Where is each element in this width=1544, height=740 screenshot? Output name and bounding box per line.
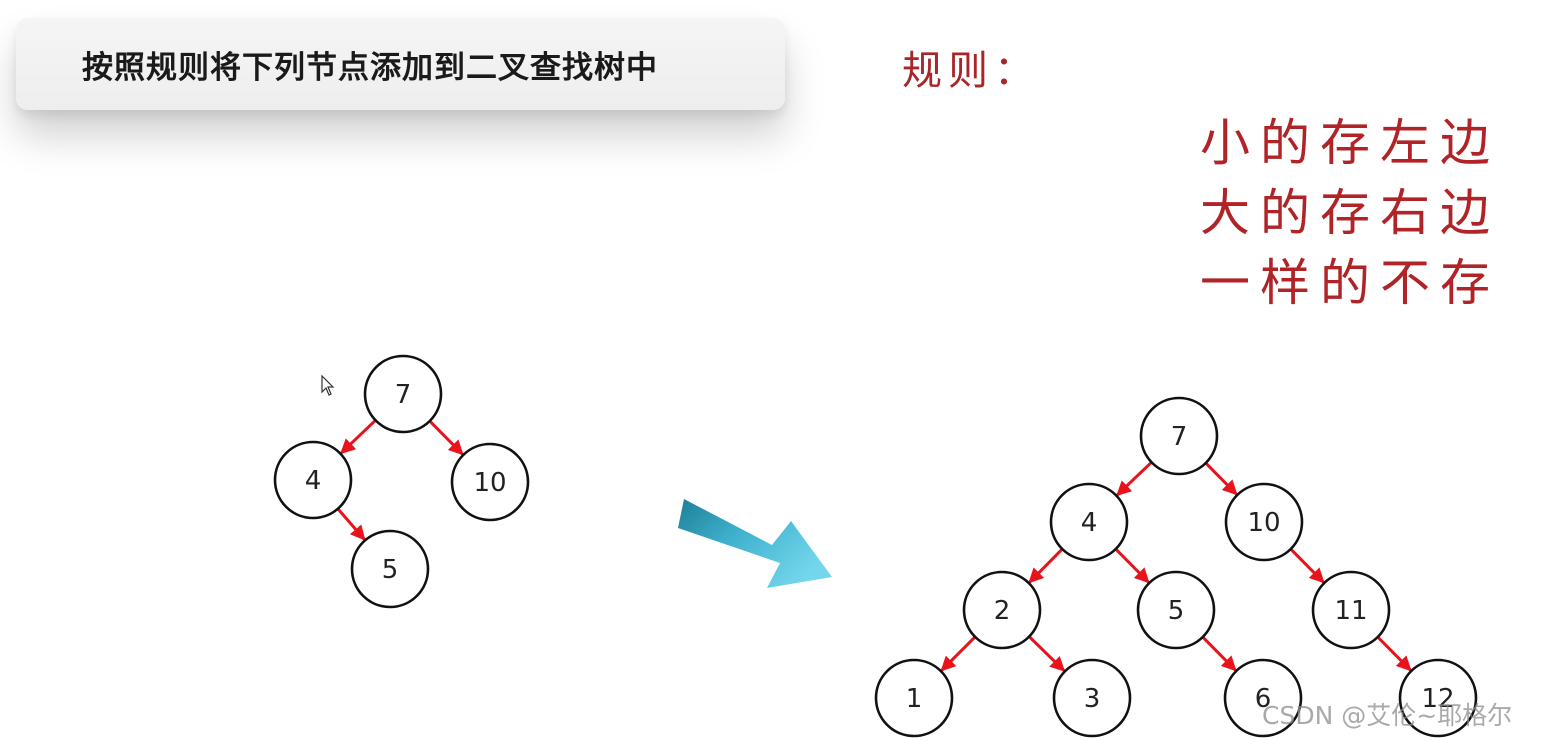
small-node-circle <box>363 354 443 434</box>
big-node-11: 11 <box>1311 570 1391 650</box>
big-node-label: 11 <box>1334 596 1367 626</box>
big-edge-b7-b10 <box>1203 460 1238 496</box>
small-tree-edges <box>335 418 464 541</box>
big-edge-b2-b3 <box>1027 634 1066 672</box>
big-edge-b4-b5 <box>1113 546 1150 584</box>
small-node-label: 10 <box>473 468 506 498</box>
small-node-circle <box>273 440 353 520</box>
big-edge-b7-b4 <box>1116 460 1154 497</box>
big-node-circle <box>1052 658 1132 738</box>
rules-list: 小的存左边 大的存右边 一样的不存 <box>1200 108 1530 318</box>
big-node-circle <box>1224 482 1304 562</box>
rule-equal: 一样的不存 <box>1200 254 1500 312</box>
small-node-label: 4 <box>305 466 322 496</box>
big-node-7: 7 <box>1139 396 1219 476</box>
slide-title: 按照规则将下列节点添加到二叉查找树中 <box>82 49 658 86</box>
big-edge-b5-b6 <box>1200 634 1237 672</box>
big-node-1: 1 <box>874 658 954 738</box>
big-node-4: 4 <box>1049 482 1129 562</box>
big-node-label: 7 <box>1171 422 1188 452</box>
title-banner: 按照规则将下列节点添加到二叉查找树中 <box>16 18 785 110</box>
big-node-circle <box>1398 658 1478 738</box>
small-tree-nodes: 7 4 10 5 <box>273 354 530 609</box>
big-tree-edges <box>940 460 1412 672</box>
big-node-label: 10 <box>1247 508 1280 538</box>
big-edge-b10-b11 <box>1288 546 1325 584</box>
big-edge-b4-b2 <box>1028 546 1065 584</box>
big-edge-b11-b12 <box>1375 634 1412 672</box>
small-node-7: 7 <box>363 354 443 434</box>
big-node-label: 6 <box>1255 684 1272 714</box>
big-node-label: 12 <box>1421 684 1454 714</box>
big-node-label: 1 <box>906 684 923 714</box>
big-node-circle <box>1136 570 1216 650</box>
big-node-3: 3 <box>1052 658 1132 738</box>
small-node-circle <box>450 442 530 522</box>
big-node-5: 5 <box>1136 570 1216 650</box>
big-node-circle <box>1223 658 1303 738</box>
big-node-12: 12 <box>1398 658 1478 738</box>
big-node-circle <box>1311 570 1391 650</box>
small-edge-s4-s5 <box>335 506 366 541</box>
rule-left: 小的存左边 <box>1200 114 1500 172</box>
small-node-10: 10 <box>450 442 530 522</box>
big-node-label: 4 <box>1081 508 1098 538</box>
small-node-label: 7 <box>395 380 412 410</box>
small-node-5: 5 <box>350 529 430 609</box>
big-node-circle <box>1139 396 1219 476</box>
big-node-circle <box>962 570 1042 650</box>
big-node-10: 10 <box>1224 482 1304 562</box>
small-node-circle <box>350 529 430 609</box>
watermark: CSDN @艾伦~耶格尔 <box>1262 701 1513 730</box>
small-node-label: 5 <box>382 555 399 585</box>
big-node-label: 2 <box>994 596 1011 626</box>
mouse-pointer-icon <box>321 375 335 396</box>
big-edge-b2-b1 <box>940 634 978 672</box>
rules-label: 规则： <box>902 48 1040 94</box>
big-node-label: 3 <box>1084 684 1101 714</box>
big-node-circle <box>1049 482 1129 562</box>
big-node-2: 2 <box>962 570 1042 650</box>
big-node-label: 5 <box>1168 596 1185 626</box>
big-node-6: 6 <box>1223 658 1303 738</box>
small-node-4: 4 <box>273 440 353 520</box>
big-node-circle <box>874 658 954 738</box>
arrow-right-down-icon <box>678 499 832 588</box>
rule-right: 大的存右边 <box>1200 184 1500 242</box>
small-edge-s7-s10 <box>427 418 464 456</box>
small-edge-s7-s4 <box>340 418 378 455</box>
